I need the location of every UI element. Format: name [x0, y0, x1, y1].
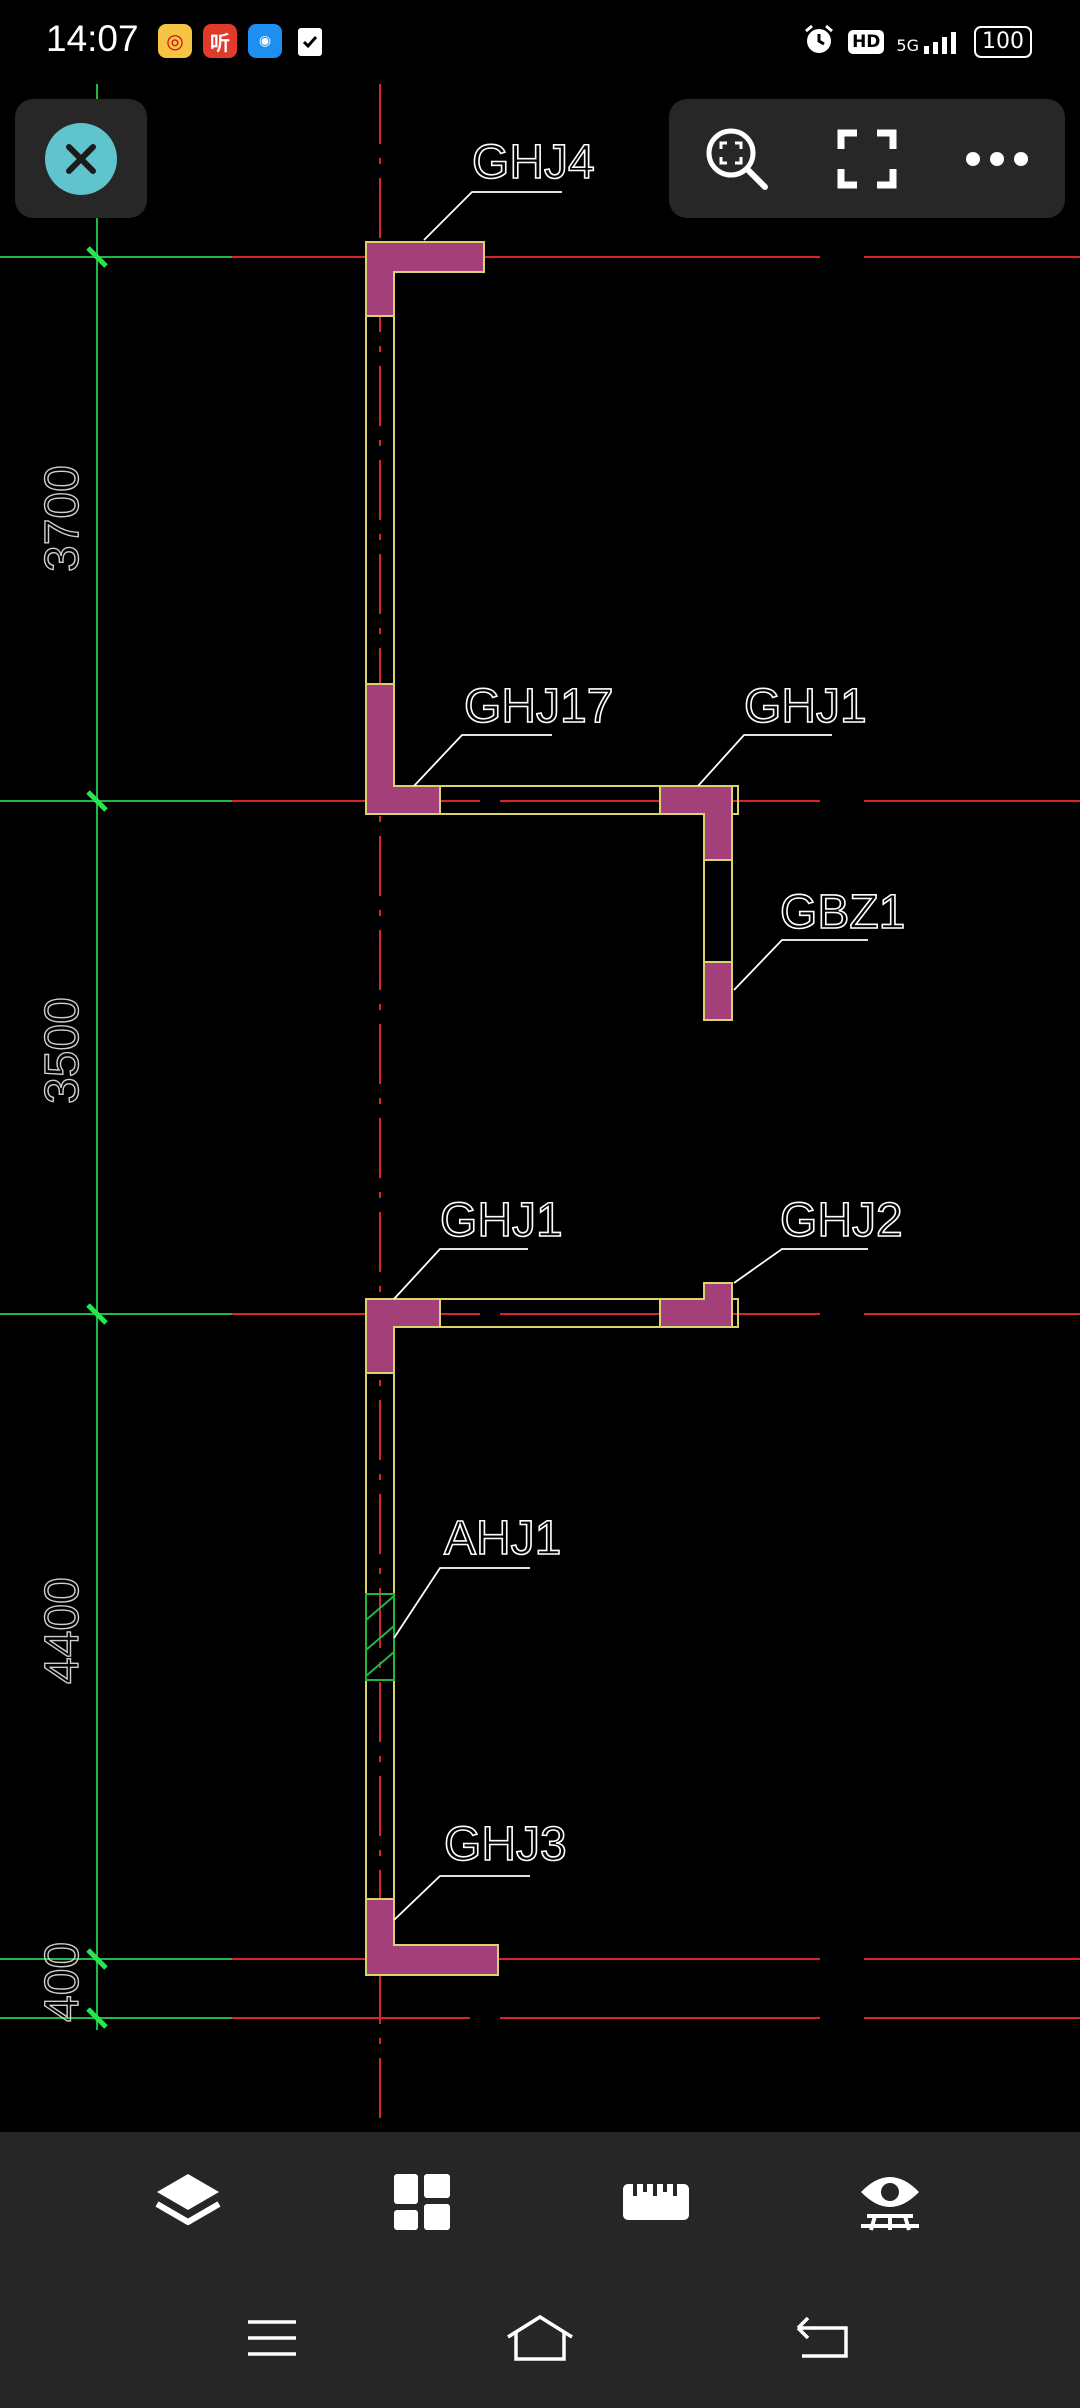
menu-icon [248, 2320, 296, 2356]
cad-drawing-canvas[interactable]: GHJ4 GHJ17 GHJ1 GBZ1 GHJ1 GHJ2 AHJ1 GHJ3… [0, 84, 1080, 2132]
system-nav-bar [0, 2270, 1080, 2408]
close-icon [66, 144, 96, 174]
walls [365, 241, 739, 1976]
battery-icon: 100 [974, 26, 1032, 58]
signal-icon: 5G [896, 30, 962, 54]
network-type: 5G [896, 36, 919, 55]
dim-3700: 3700 [36, 465, 89, 572]
alarm-icon [802, 23, 836, 61]
status-indicators: HD 5G 100 [802, 22, 1032, 62]
columns [365, 241, 733, 1976]
layout-button[interactable] [376, 2156, 468, 2248]
more-button[interactable] [959, 121, 1035, 197]
status-bar: 14:07 ◎ 听 ◉ HD 5G 100 [0, 0, 1080, 84]
label-ghj17: GHJ17 [464, 680, 613, 733]
measure-button[interactable] [610, 2156, 702, 2248]
zoom-extents-button[interactable] [699, 121, 775, 197]
eye-icon [861, 2177, 919, 2231]
dim-400: 400 [36, 1942, 89, 2022]
dim-4400: 4400 [36, 1577, 89, 1684]
label-ghj3: GHJ3 [444, 1818, 567, 1871]
home-button[interactable] [500, 2298, 580, 2378]
status-time: 14:07 [46, 18, 139, 59]
layout-icon [394, 2174, 450, 2230]
dim-3500: 3500 [36, 997, 89, 1104]
dimension-labels: 3700 3500 4400 400 [35, 465, 89, 2023]
layers-button[interactable] [142, 2156, 234, 2248]
bottom-toolbar [0, 2132, 1080, 2270]
ting-icon: 听 [203, 24, 237, 58]
back-icon [796, 2316, 848, 2358]
grid-breaks [470, 250, 864, 2025]
component-labels: GHJ4 GHJ17 GHJ1 GBZ1 GHJ1 GHJ2 AHJ1 GHJ3 [439, 135, 906, 1872]
label-gbz1: GBZ1 [780, 886, 905, 939]
view-button[interactable] [844, 2156, 936, 2248]
view-tools-panel [669, 99, 1065, 218]
more-icon [966, 152, 1028, 166]
close-panel [15, 99, 147, 218]
close-button[interactable] [45, 123, 117, 195]
app-icon: ◉ [248, 24, 282, 58]
leader-lines [393, 191, 868, 1921]
layers-icon [155, 2174, 221, 2225]
grid-lines-horizontal [230, 256, 1080, 2019]
zoom-extents-icon [706, 128, 768, 190]
label-ahj1: AHJ1 [444, 1512, 561, 1565]
ruler-icon [623, 2184, 689, 2220]
label-ghj1-top: GHJ1 [744, 680, 867, 733]
checklist-icon [293, 24, 327, 58]
weibo-icon: ◎ [158, 24, 192, 58]
label-ghj2: GHJ2 [780, 1194, 903, 1247]
dimension-ticks [86, 246, 108, 2029]
back-button[interactable] [782, 2298, 862, 2378]
fullscreen-icon [837, 129, 897, 189]
label-ghj1-mid: GHJ1 [440, 1194, 563, 1247]
label-ghj4: GHJ4 [472, 136, 595, 189]
menu-button[interactable] [232, 2298, 312, 2378]
hd-badge: HD [848, 30, 885, 54]
fullscreen-button[interactable] [829, 121, 905, 197]
home-icon [507, 2314, 573, 2361]
dimension-extension-lines [0, 84, 232, 2030]
